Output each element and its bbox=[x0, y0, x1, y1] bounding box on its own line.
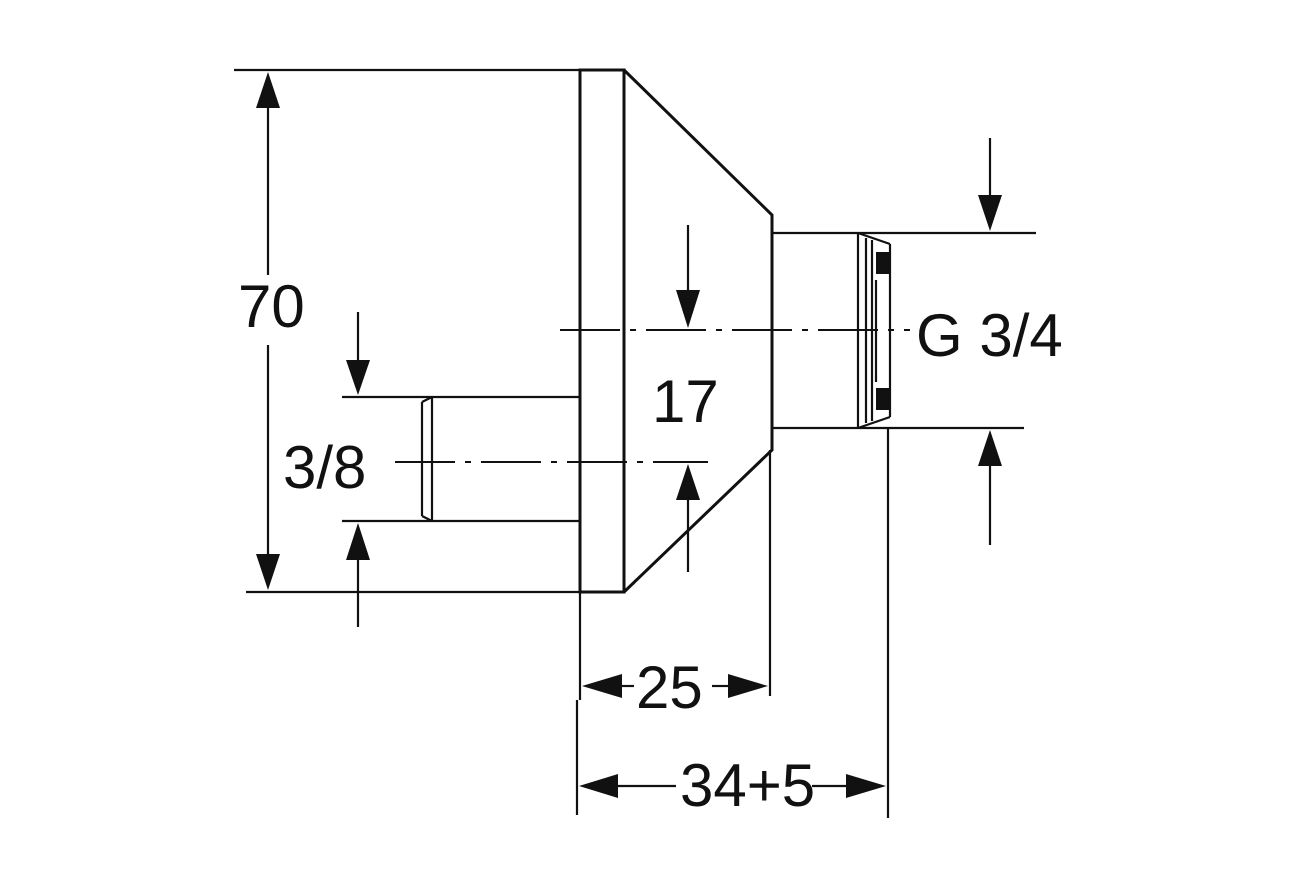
dimension-total-depth: 34+5 bbox=[575, 428, 890, 819]
body-depth-label: 25 bbox=[636, 654, 703, 721]
outlet-thread-label: G 3/4 bbox=[916, 302, 1063, 369]
dimension-body-depth: 25 bbox=[578, 450, 772, 721]
dimension-height: 70 bbox=[234, 68, 580, 594]
inlet-thread-label: 3/8 bbox=[283, 434, 366, 501]
offset-label: 17 bbox=[652, 368, 719, 435]
centerlines bbox=[395, 329, 910, 463]
inlet-stub bbox=[420, 395, 580, 523]
dimension-outlet-thread: G 3/4 bbox=[858, 138, 1063, 545]
dimension-inlet-thread: 3/8 bbox=[283, 312, 432, 627]
dimension-offset: 17 bbox=[652, 225, 719, 572]
height-label: 70 bbox=[238, 273, 305, 340]
total-depth-label: 34+5 bbox=[680, 752, 815, 819]
